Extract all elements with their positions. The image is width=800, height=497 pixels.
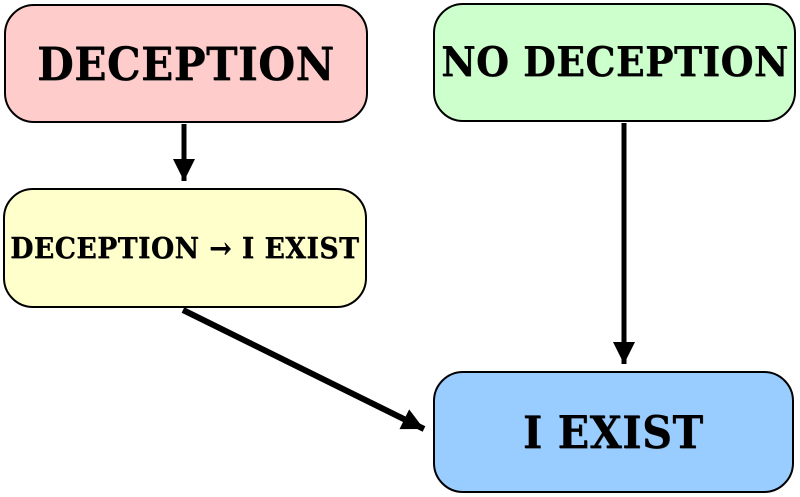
node-no-deception: NO DECEPTION: [433, 3, 796, 122]
node-i-exist-label: I EXIST: [523, 405, 704, 459]
node-deception: DECEPTION: [4, 4, 368, 123]
arrow-implication-to-i-exist: [181, 307, 426, 432]
node-deception-label: DECEPTION: [37, 36, 335, 91]
node-no-deception-label: NO DECEPTION: [440, 38, 789, 86]
node-deception-implies-i-exist: DECEPTION → I EXIST: [3, 188, 367, 308]
node-deception-implies-i-exist-label: DECEPTION → I EXIST: [10, 230, 360, 265]
node-i-exist: I EXIST: [433, 371, 794, 493]
